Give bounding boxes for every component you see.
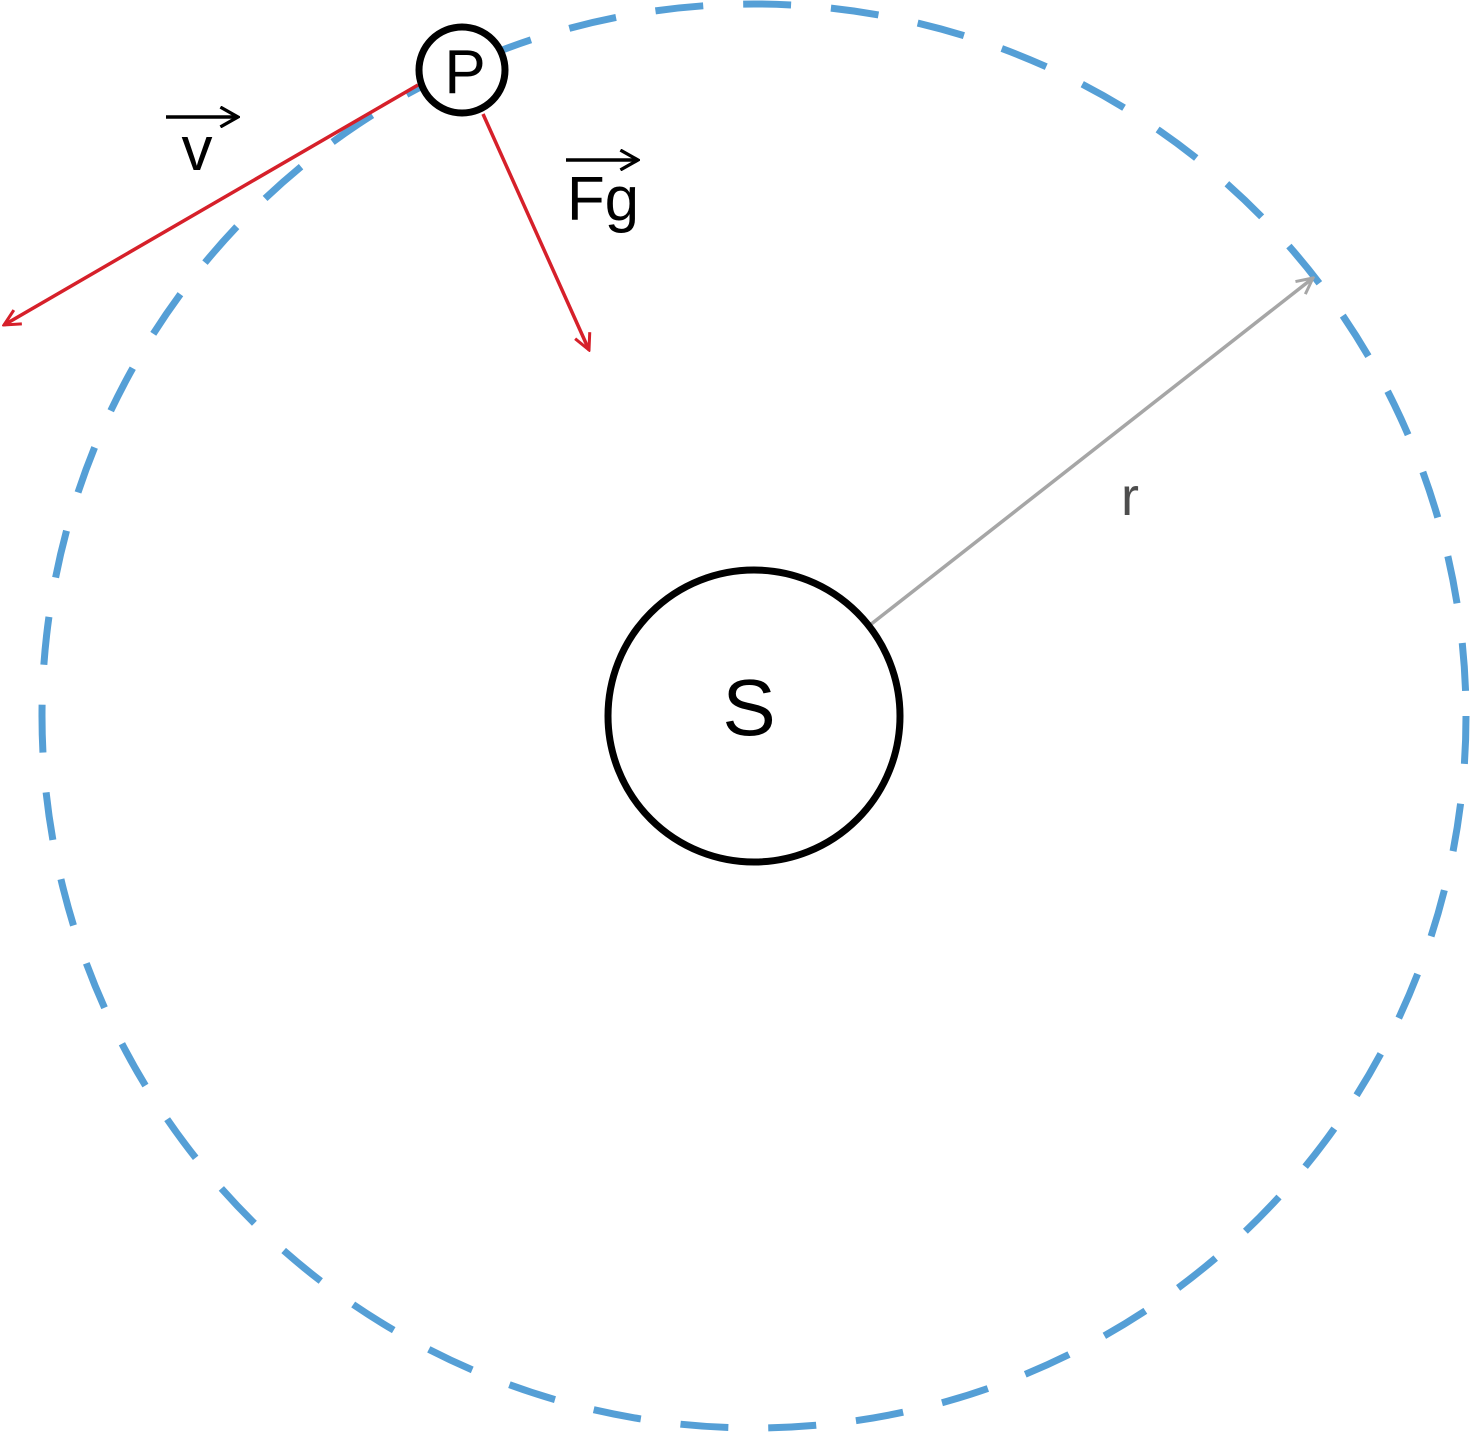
gravity-force-vector bbox=[481, 113, 589, 350]
sun-label: S bbox=[722, 663, 775, 752]
gravity-force-label: Fg bbox=[567, 165, 639, 234]
orbit-path bbox=[38, 0, 1470, 1432]
planet-body bbox=[415, 23, 509, 117]
sun-body bbox=[604, 566, 904, 866]
planet-label: P bbox=[444, 38, 485, 107]
velocity-vector bbox=[4, 83, 419, 325]
radius-arrow bbox=[868, 278, 1313, 627]
velocity-label: v bbox=[182, 115, 213, 184]
radius-label: r bbox=[1121, 467, 1139, 527]
